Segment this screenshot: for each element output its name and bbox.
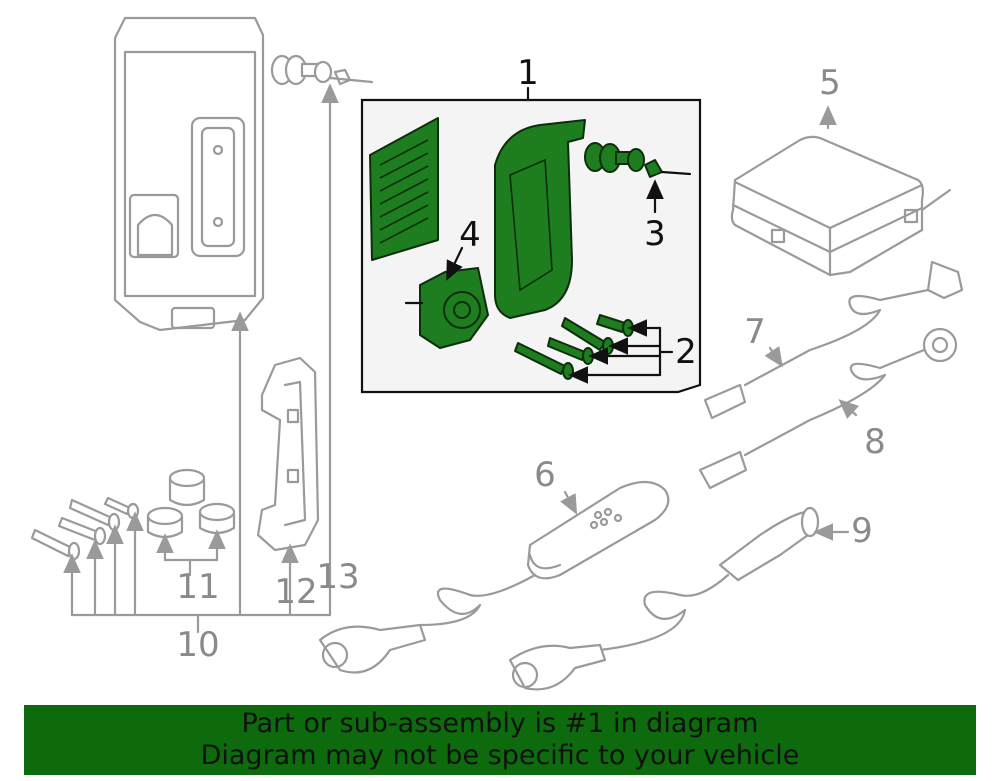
caps-group (146, 468, 236, 539)
callout-3: 3 (644, 214, 666, 254)
banner-line-1: Part or sub-assembly is #1 in diagram (241, 708, 759, 739)
storage-case (730, 105, 952, 277)
callout-1: 1 (517, 53, 539, 93)
holster-part (256, 356, 320, 552)
parts-diagram: 1 2 3 4 5 6 7 8 9 10 11 12 13 (30, 16, 964, 691)
mobile-charger-6 (318, 480, 670, 674)
callout-9: 9 (851, 511, 873, 551)
callout-5: 5 (819, 63, 841, 103)
callout-8: 8 (864, 422, 886, 462)
info-banner: Part or sub-assembly is #1 in diagram Di… (24, 705, 976, 775)
callout-7: 7 (744, 312, 766, 352)
lock-cylinder-green (584, 142, 692, 178)
banner-line-2: Diagram may not be specific to your vehi… (200, 740, 800, 771)
leader-lines-kit (446, 179, 674, 384)
screws-group (30, 496, 140, 561)
instruction-sheet (369, 117, 439, 261)
callout-13: 13 (316, 557, 359, 597)
leader-lines-left (63, 83, 339, 634)
callout-2: 2 (675, 332, 697, 372)
callout-6: 6 (534, 455, 556, 495)
holster-green (494, 119, 586, 319)
cable-8 (698, 327, 958, 490)
cable-9 (508, 506, 850, 691)
callout-4: 4 (459, 215, 481, 255)
callout-12: 12 (274, 572, 317, 612)
lock-cylinder-grey (270, 54, 374, 86)
callout-10: 10 (176, 625, 219, 665)
cable-7 (703, 260, 964, 420)
callout-11: 11 (176, 567, 219, 607)
wall-charger-housing (113, 16, 265, 332)
